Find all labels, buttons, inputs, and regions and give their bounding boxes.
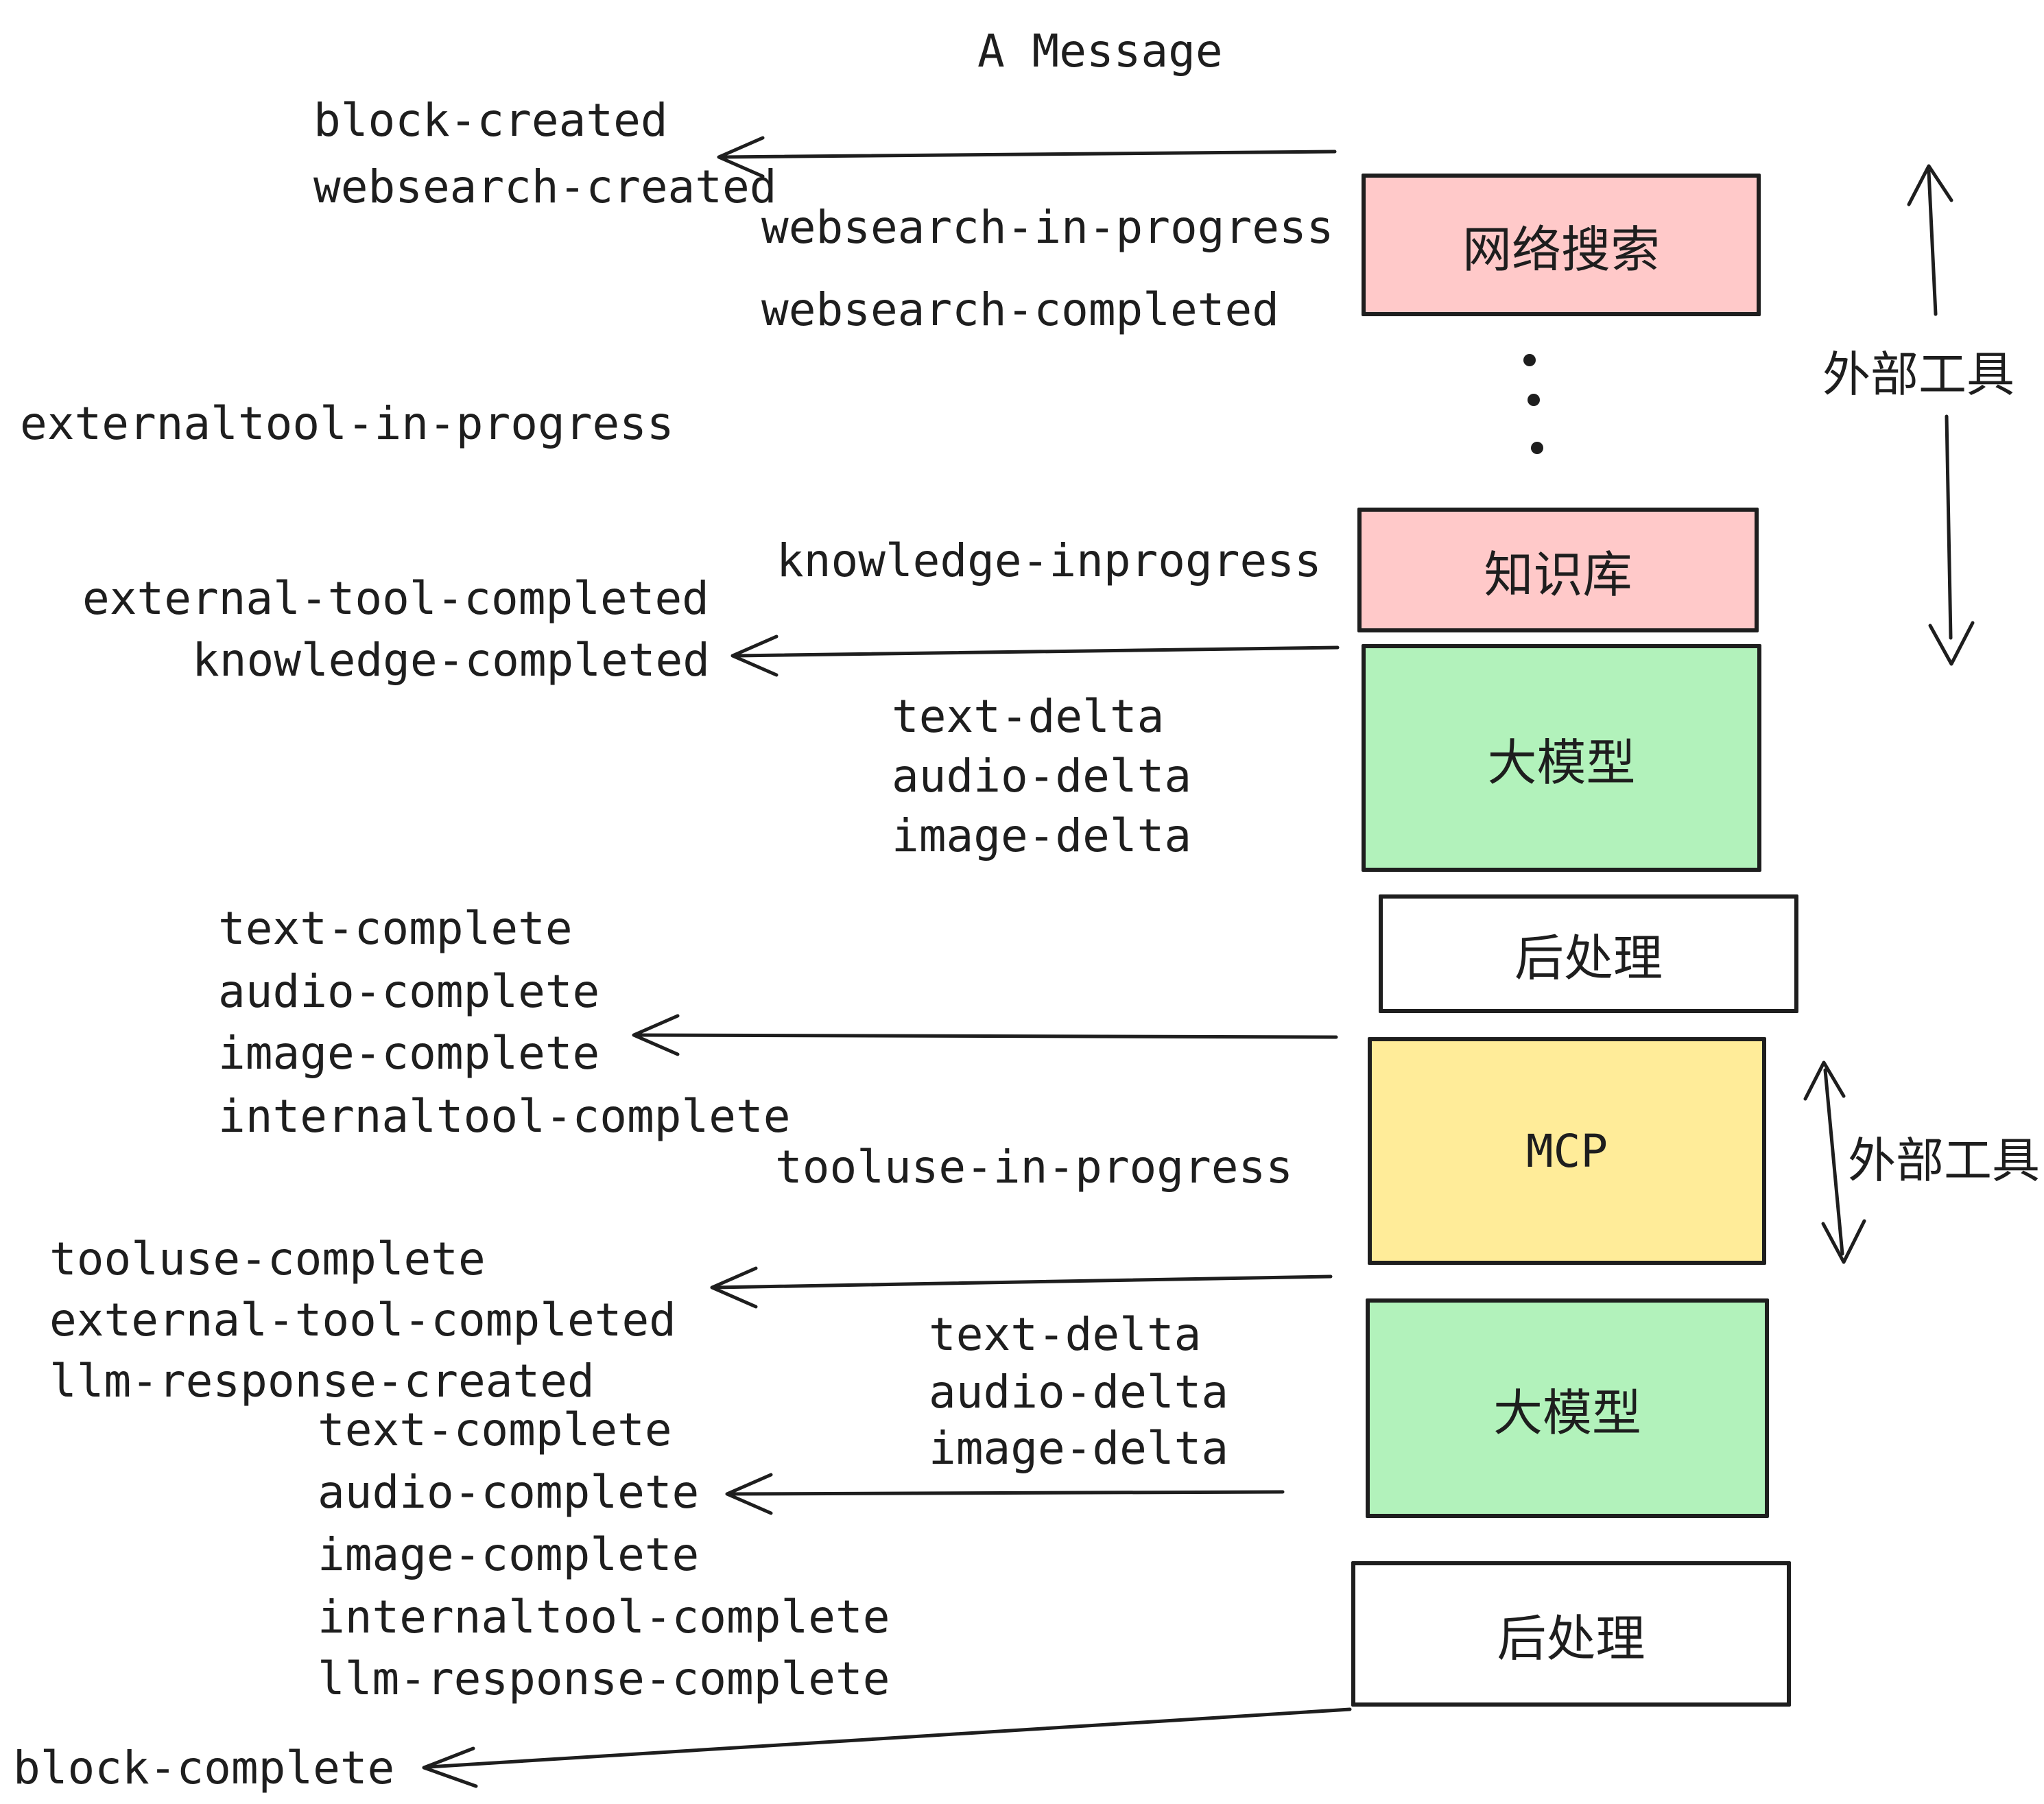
node-llm-2: 大模型 xyxy=(1366,1298,1769,1518)
event-label-internaltool-complete: internaltool-complete xyxy=(218,1090,791,1143)
ellipsis-dots-icon xyxy=(1523,354,1543,454)
diagram-title: A Message xyxy=(977,25,1223,78)
external-tools-up-arrow xyxy=(1907,164,1953,316)
node-postprocess-1-label: 后处理 xyxy=(1514,929,1663,987)
event-label-knowledge-inprogress: knowledge-inprogress xyxy=(776,534,1322,587)
event-label-text-complete: text-complete xyxy=(218,902,573,955)
node-postprocess-1: 后处理 xyxy=(1379,894,1798,1013)
side-label-external-tools-1: 外部工具 xyxy=(1822,346,2015,403)
event-label-external-tool-completed-2: external-tool-completed xyxy=(49,1294,676,1346)
external-tools-down-arrow xyxy=(1928,414,1975,666)
event-label-audio-delta-2: audio-delta xyxy=(929,1366,1229,1419)
event-label-audio-delta: audio-delta xyxy=(892,750,1192,803)
node-websearch-label: 网络搜索 xyxy=(1462,220,1660,278)
node-knowledge-base: 知识库 xyxy=(1357,508,1759,632)
event-label-audio-complete-2: audio-complete xyxy=(318,1466,700,1519)
side-label-external-tools-2: 外部工具 xyxy=(1848,1132,2040,1189)
arrow-to-image-complete xyxy=(632,1014,1338,1056)
arrow-to-tooluse-complete xyxy=(710,1266,1333,1309)
node-knowledge-base-label: 知识库 xyxy=(1484,545,1632,604)
event-label-image-delta-2: image-delta xyxy=(929,1422,1229,1475)
arrow-to-knowledge-completed xyxy=(730,634,1340,677)
event-label-text-delta-2: text-delta xyxy=(929,1308,1202,1361)
event-label-llm-response-created: llm-response-created xyxy=(49,1355,595,1408)
event-label-block-created: block-created xyxy=(313,94,668,147)
node-llm-1-label: 大模型 xyxy=(1487,733,1636,792)
event-label-websearch-in-progress: websearch-in-progress xyxy=(761,201,1334,254)
arrow-to-websearch-created xyxy=(717,136,1337,178)
node-websearch: 网络搜索 xyxy=(1362,174,1761,316)
event-label-image-complete-2: image-complete xyxy=(318,1528,700,1581)
event-label-tooluse-complete: tooluse-complete xyxy=(49,1233,486,1285)
event-label-websearch-completed: websearch-completed xyxy=(761,283,1279,336)
event-label-llm-response-complete: llm-response-complete xyxy=(318,1652,890,1705)
event-label-text-complete-2: text-complete xyxy=(318,1403,672,1456)
event-label-tooluse-in-progress: tooluse-in-progress xyxy=(775,1141,1293,1194)
event-label-knowledge-completed: knowledge-completed xyxy=(192,634,710,687)
event-label-audio-complete: audio-complete xyxy=(218,965,600,1018)
node-llm-1: 大模型 xyxy=(1362,644,1761,872)
node-mcp-label: MCP xyxy=(1525,1124,1608,1178)
event-label-externaltool-in-progress: externaltool-in-progress xyxy=(20,397,674,450)
event-label-image-delta: image-delta xyxy=(892,809,1192,862)
event-label-internaltool-complete-2: internaltool-complete xyxy=(318,1591,890,1643)
arrow-to-audio-complete xyxy=(725,1473,1285,1515)
node-postprocess-2-label: 后处理 xyxy=(1497,1609,1645,1667)
node-mcp: MCP xyxy=(1368,1037,1766,1265)
event-label-text-delta: text-delta xyxy=(892,690,1165,743)
event-label-websearch-created: websearch-created xyxy=(313,161,777,213)
node-postprocess-2: 后处理 xyxy=(1351,1561,1791,1707)
event-label-image-complete: image-complete xyxy=(218,1027,600,1080)
event-label-external-tool-completed: external-tool-completed xyxy=(82,572,709,625)
node-llm-2-label: 大模型 xyxy=(1493,1384,1641,1442)
event-label-block-complete: block-complete xyxy=(13,1742,395,1794)
arrow-to-block-complete xyxy=(422,1707,1352,1788)
